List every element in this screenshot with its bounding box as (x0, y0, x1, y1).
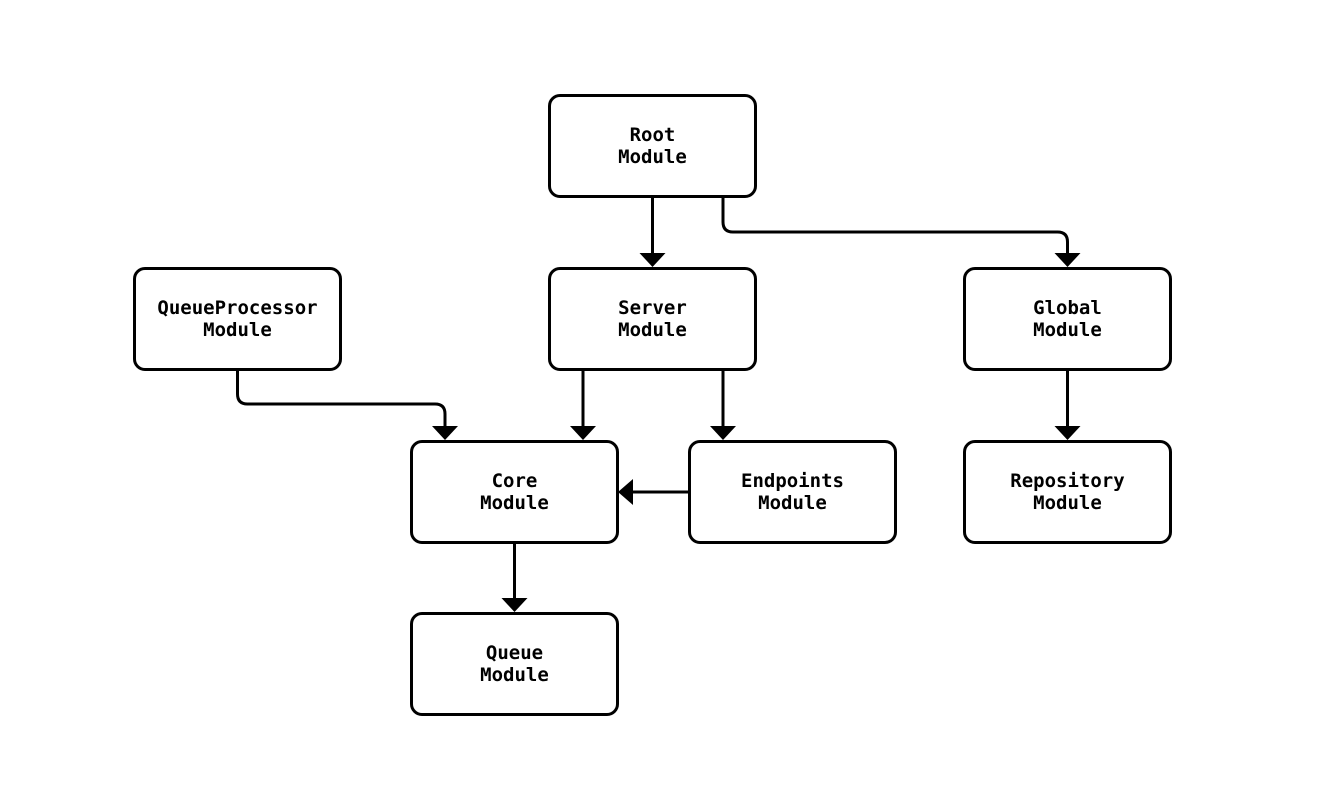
node-global-module-label: Global Module (1033, 297, 1102, 341)
node-server-module: Server Module (548, 267, 757, 371)
node-queue-module: Queue Module (410, 612, 619, 716)
edge-queueprocessor-to-core (236, 371, 458, 440)
node-queue-module-label: Queue Module (480, 642, 549, 686)
node-core-module: Core Module (410, 440, 619, 544)
edge-core-to-queue (501, 544, 528, 612)
edge-server-to-core (570, 371, 596, 440)
node-root-module-label: Root Module (618, 124, 687, 168)
node-repository-module: Repository Module (963, 440, 1172, 544)
node-core-module-label: Core Module (480, 470, 549, 514)
edge-endpoints-to-core (618, 479, 688, 505)
edge-global-to-repository (1054, 371, 1081, 440)
edge-root-to-server (639, 198, 666, 267)
node-endpoints-module: Endpoints Module (688, 440, 897, 544)
node-repository-module-label: Repository Module (1010, 470, 1125, 514)
edge-root-to-global (721, 198, 1081, 267)
node-server-module-label: Server Module (618, 297, 687, 341)
node-endpoints-module-label: Endpoints Module (741, 470, 844, 514)
node-queueprocessor-module-label: QueueProcessor Module (157, 297, 318, 341)
node-root-module: Root Module (548, 94, 757, 198)
edge-server-to-endpoints (710, 371, 736, 440)
node-global-module: Global Module (963, 267, 1172, 371)
node-queueprocessor-module: QueueProcessor Module (133, 267, 342, 371)
